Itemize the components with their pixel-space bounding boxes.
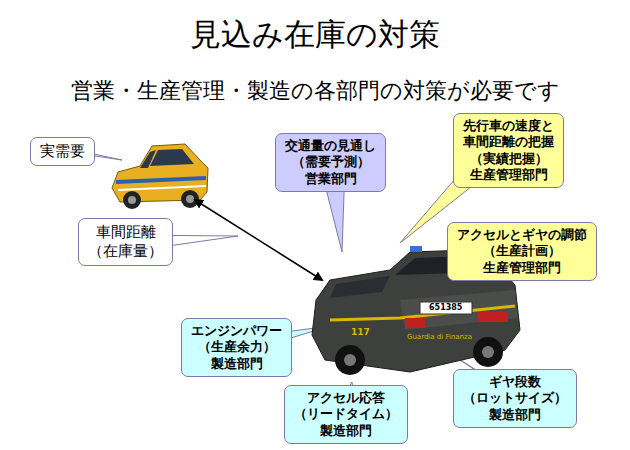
car-marking: Guardia di Finanza — [407, 333, 472, 341]
speech-callout: ギヤ段数 （ロットサイズ） 製造部門 — [453, 369, 577, 428]
distance-arrow — [195, 200, 322, 280]
node-text: ギヤ段数 （ロットサイズ） 製造部門 — [463, 374, 567, 423]
speech-callout: アクセルとギヤの調節 （生産計画） 生産管理部門 — [447, 222, 597, 281]
node-text: 先行車の速度と 車間距離の把握 （実績把握） 生産管理部門 — [463, 118, 554, 183]
node-text: 車間距離 （在庫量） — [88, 223, 163, 261]
license-plate — [420, 302, 472, 314]
plate-number: 651385 — [429, 303, 462, 312]
node-text: アクセル応答 （リードタイム） 製造部門 — [294, 390, 398, 439]
label-box: 実需要 — [30, 137, 95, 166]
speech-callout: アクセル応答 （リードタイム） 製造部門 — [284, 385, 408, 444]
node-text: エンジンパワー （生産余力） 製造部門 — [191, 323, 282, 372]
node-text: アクセルとギヤの調節 （生産計画） 生産管理部門 — [457, 227, 587, 276]
node-text: 実需要 — [40, 142, 85, 161]
lead-car — [112, 144, 208, 209]
speech-callout: エンジンパワー （生産余力） 製造部門 — [181, 318, 292, 377]
node-text: 交通量の見通し （需要予測） 営業部門 — [285, 138, 376, 187]
subtitle: 営業・生産管理・製造の各部門の対策が必要です — [71, 76, 560, 106]
title: 見込み在庫の対策 — [0, 14, 630, 56]
speech-callout: 先行車の速度と 車間距離の把握 （実績把握） 生産管理部門 — [453, 113, 564, 188]
car-number: 117 — [351, 327, 370, 337]
label-box: 車間距離 （在庫量） — [78, 218, 173, 266]
speech-callout: 交通量の見通し （需要予測） 営業部門 — [275, 133, 386, 192]
